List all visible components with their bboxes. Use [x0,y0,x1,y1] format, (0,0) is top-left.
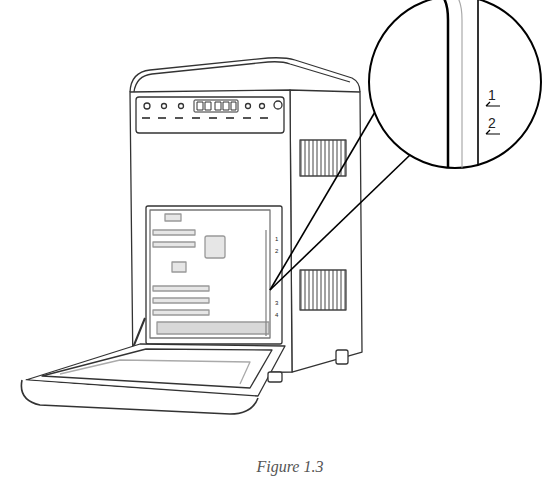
figure-caption: Figure 1.3 [257,458,324,476]
rack-number: 3 [275,300,278,306]
rack-number: 4 [275,312,278,318]
zoom-rack-number: 2 [488,116,496,130]
rack-number: 1 [275,236,278,242]
zoom-rack-number: 1 [488,88,496,102]
rack-number: 2 [275,248,278,254]
